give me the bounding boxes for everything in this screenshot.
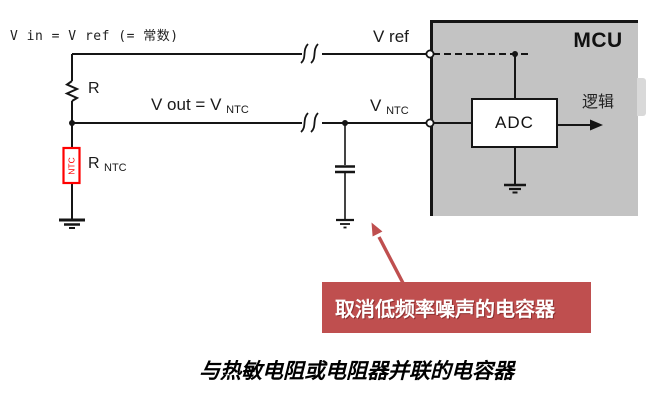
ntc-body-text: NTC [66,157,76,174]
vntc-sub: NTC [386,104,409,117]
wire-break-icon [300,112,319,133]
annotation-callout: 取消低频率噪声的电容器 [322,282,591,333]
mcu-side-tab [637,78,646,116]
vout-sub: NTC [226,103,249,116]
vout-label: V out = V NTC [151,95,249,116]
ntc-resistor-symbol: NTC [62,146,81,185]
vntc-label: V NTC [370,96,409,117]
mcu-title: MCU [573,29,623,52]
resistor-symbol [64,80,80,102]
rntc-sub: NTC [104,161,127,174]
figure-caption: 与热敏电阻或电阻器并联的电容器 [199,359,514,383]
adc-box: ADC [471,98,558,148]
ground-symbol [504,183,526,194]
vin-equation-label: V in = V ref (= 常数) [10,29,179,44]
vout-main: V out = V [151,95,222,114]
vref-label: V ref [373,27,409,46]
logic-label: 逻辑 [582,94,615,111]
ntc-resistor-label: R NTC [88,155,127,174]
resistor-label: R [88,80,100,97]
ground-symbol [59,218,85,229]
adc-label: ADC [495,113,534,132]
capacitor-symbol [335,123,355,219]
adc-output-arrow [558,119,603,131]
ground-symbol [336,218,354,229]
mcu-pin-circle [425,49,435,128]
rntc-main: R [88,155,100,172]
wire-break-icon [300,43,319,64]
vref-dashed-line [433,53,530,98]
annotation-text: 取消低频率噪声的电容器 [335,299,555,321]
annotation-arrow [371,222,405,284]
vntc-main: V [370,96,382,115]
junction-dot [69,51,518,126]
